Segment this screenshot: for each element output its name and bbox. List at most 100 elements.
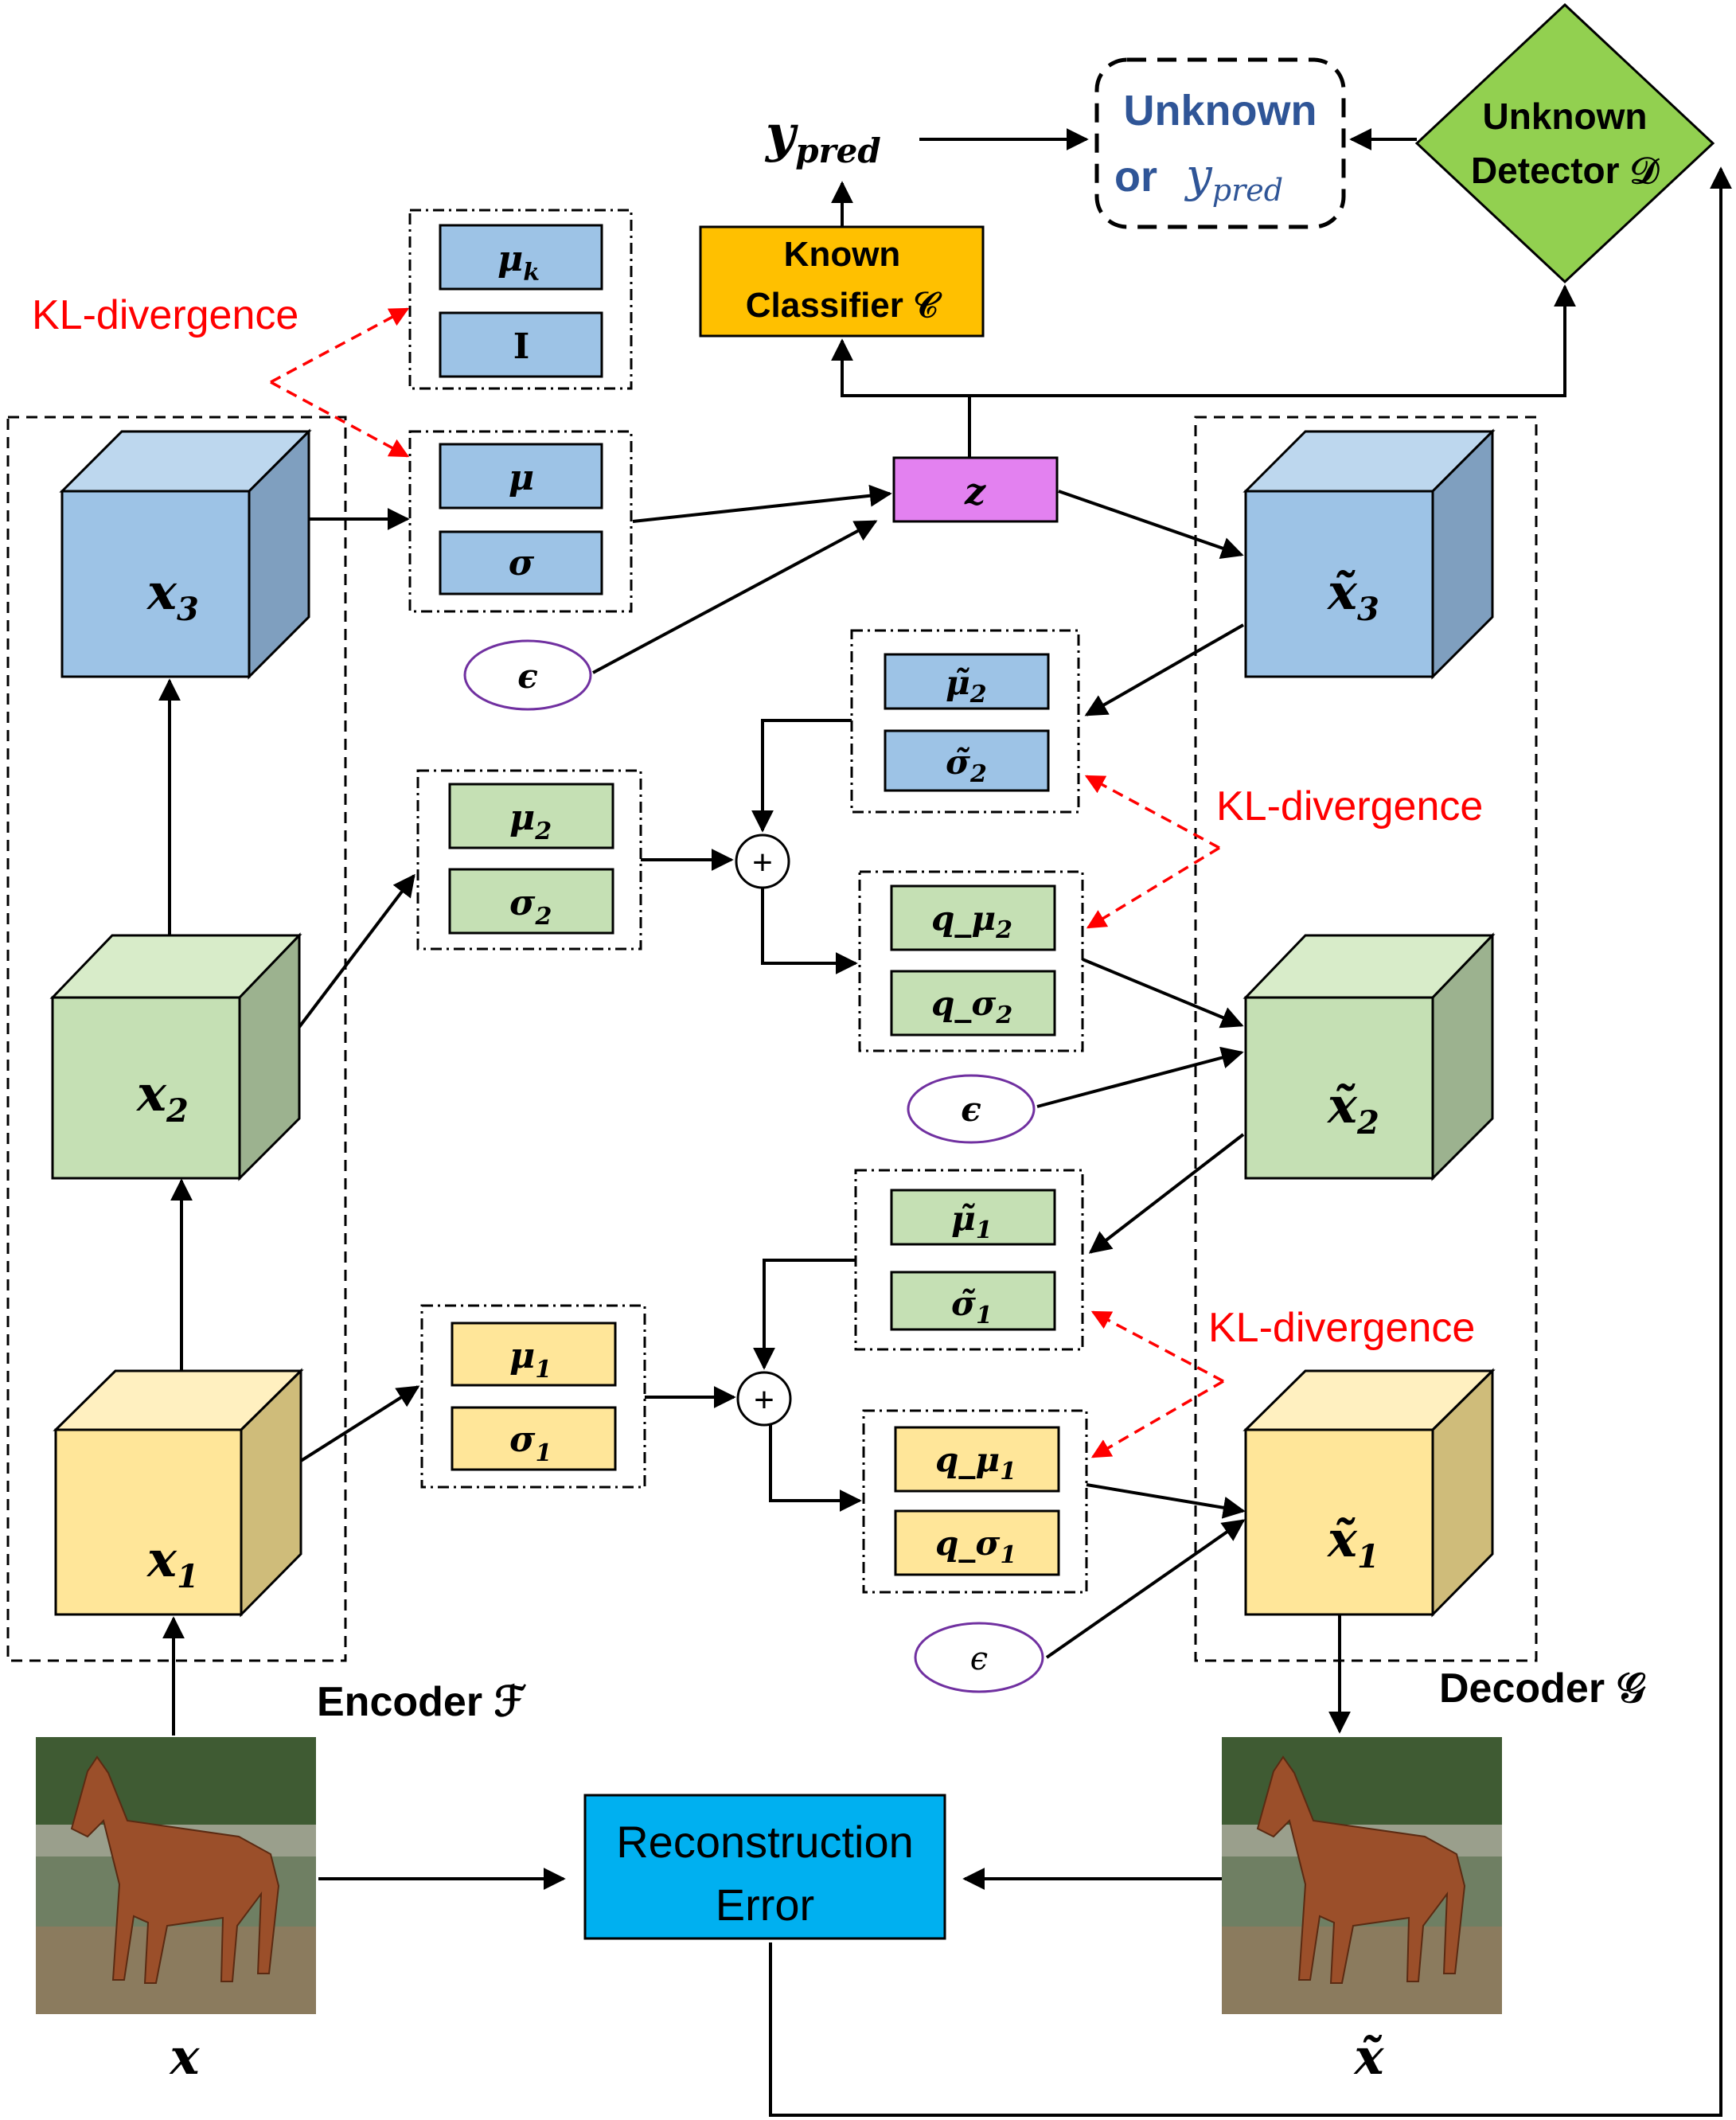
arrow-recon-to-detector (769, 166, 1732, 2117)
svg-text:x3: x3 (146, 563, 199, 628)
mu1-sigma1-group (420, 1304, 646, 1489)
q-mu1-cell: q_μ1 (894, 1426, 1060, 1493)
svg-text:μk: μk (497, 239, 540, 287)
svg-text:ϵ: ϵ (970, 1641, 988, 1677)
kl-divergence-label-mid: KL-divergence (1216, 783, 1483, 830)
epsilon-node-top: ϵ (463, 639, 592, 711)
sigma1-cell: σ1 (451, 1406, 617, 1471)
decoder-cube-x-tilde-1: x̃1 (1243, 1368, 1496, 1618)
svg-text:σ̃1: σ̃1 (951, 1284, 993, 1329)
arrow-q2-to-x-tilde-2 (1082, 958, 1244, 1029)
kl-divergence-label-low: KL-divergence (1208, 1305, 1475, 1351)
svg-text:Reconstruction: Reconstruction (616, 1817, 914, 1867)
svg-text:q_μ1: q_μ1 (935, 1440, 1016, 1486)
svg-text:μ̃1: μ̃1 (951, 1199, 993, 1244)
kl-arrow-mid-upper (1084, 775, 1220, 849)
svg-text:x̃2: x̃2 (1326, 1076, 1379, 1142)
identity-cell: I (439, 311, 603, 378)
sigma-tilde2-cell: σ̃2 (884, 729, 1050, 792)
mu1-cell: μ1 (451, 1322, 617, 1387)
reconstructed-horse-image (1222, 1737, 1502, 2014)
q-sigma2-cell: q_σ2 (890, 970, 1056, 1037)
arrow-z-to-detector (969, 284, 1576, 397)
arrow-mu-tilde1-to-plus1 (753, 1259, 856, 1370)
svg-text:or: or (1114, 153, 1157, 201)
mu-k-cell: μk (439, 224, 603, 291)
svg-text:+: + (752, 843, 773, 882)
arrow-z-to-classifier (831, 338, 971, 458)
encoder-label: Encoder ℱ (317, 1679, 526, 1725)
svg-text:I: I (513, 326, 530, 367)
arrow-epsilon-bottom-to-x-tilde-1 (1045, 1519, 1246, 1659)
arrow-q1-to-x-tilde-1 (1086, 1483, 1246, 1519)
output-x-tilde-label: x̃ (1353, 2028, 1385, 2086)
q-mu1-q-sigma1-group (862, 1409, 1088, 1594)
sigma2-cell: σ2 (448, 868, 614, 935)
y-pred-label: ypred (764, 104, 881, 170)
svg-text:Error: Error (716, 1880, 814, 1930)
svg-text:Unknown: Unknown (1124, 87, 1317, 135)
decoder-region (1194, 416, 1538, 1662)
plus-node-1: + (736, 1371, 792, 1427)
svg-text:σ1: σ1 (509, 1419, 552, 1467)
kl-divergence-label-top: KL-divergence (32, 292, 298, 338)
z-latent-box: z (892, 456, 1059, 523)
svg-text:Detector 𝒟: Detector 𝒟 (1471, 150, 1660, 191)
mu-tilde1-cell: μ̃1 (890, 1189, 1056, 1246)
q-mu2-q-sigma2-group (858, 870, 1084, 1052)
unknown-detector-diamond: Unknown Detector 𝒟 (1414, 2, 1715, 284)
arrow-epsilon-mid-to-x-tilde-2 (1036, 1046, 1244, 1108)
svg-text:μ: μ (509, 458, 534, 498)
kl-arrow-mid-lower (1086, 846, 1220, 929)
arrow-x1-to-mu1 (299, 1385, 420, 1462)
kl-arrow-top-lower (270, 381, 410, 458)
svg-text:x̃3: x̃3 (1326, 563, 1379, 628)
svg-text:ypred: ypred (1184, 148, 1283, 208)
arrow-epsilon-to-z (592, 520, 878, 674)
known-classifier-box: Known Classifier 𝒞 (699, 225, 985, 338)
svg-text:μ̃2: μ̃2 (946, 663, 987, 709)
mu2-cell: μ2 (448, 783, 614, 849)
input-horse-image (36, 1737, 316, 2014)
svg-text:ϵ: ϵ (961, 1090, 981, 1129)
encoder-cube-x1: x1 (53, 1368, 304, 1618)
mu-tilde2-cell: μ̃2 (884, 653, 1050, 710)
input-x-label: x (169, 2028, 201, 2086)
svg-text:x1: x1 (146, 1530, 199, 1595)
svg-text:Classifier 𝒞: Classifier 𝒞 (746, 286, 942, 325)
mu2-sigma2-group (416, 769, 642, 951)
decoder-cube-x-tilde-3: x̃3 (1243, 428, 1496, 680)
arrow-plus2-to-q2 (761, 888, 858, 974)
svg-text:ϵ: ϵ (517, 657, 538, 696)
svg-text:+: + (754, 1380, 774, 1419)
kl-arrow-top-upper (270, 307, 410, 384)
unknown-or-ypred-box: Unknown or ypred (1094, 57, 1346, 229)
plus-node-2: + (735, 834, 790, 889)
reconstruction-error-box: Reconstruction Error (583, 1794, 946, 1940)
epsilon-node-mid: ϵ (907, 1074, 1036, 1144)
svg-text:σ2: σ2 (509, 883, 552, 931)
arrow-x-tilde-3-to-mu-tilde2 (1084, 623, 1244, 716)
q-sigma1-cell: q_σ1 (894, 1509, 1060, 1576)
svg-text:x̃1: x̃1 (1326, 1510, 1379, 1575)
svg-text:x2: x2 (135, 1064, 189, 1130)
sigma-tilde1-cell: σ̃1 (890, 1271, 1056, 1331)
decoder-cube-x-tilde-2: x̃2 (1243, 932, 1496, 1181)
encoder-cube-x3: x3 (59, 428, 312, 680)
kl-arrow-low-upper (1090, 1310, 1224, 1383)
arrow-plus1-to-q1 (769, 1425, 862, 1512)
svg-text:Unknown: Unknown (1483, 96, 1648, 137)
svg-text:σ: σ (509, 543, 535, 584)
q-mu2-cell: q_μ2 (890, 884, 1056, 951)
arrow-z-to-x-tilde-3 (1058, 490, 1244, 559)
arrow-mu-sigma-to-z (632, 484, 892, 523)
decoder-label: Decoder 𝒢 (1439, 1665, 1647, 1712)
mu-sigma-group (408, 430, 633, 613)
arrow-mu-tilde2-to-plus2 (751, 719, 852, 833)
svg-text:σ̃2: σ̃2 (946, 743, 987, 788)
kl-arrow-low-lower (1090, 1380, 1224, 1458)
svg-text:μ1: μ1 (509, 1336, 552, 1384)
mu-cell: μ (439, 443, 603, 510)
arrow-x2-to-mu2 (298, 873, 415, 1029)
